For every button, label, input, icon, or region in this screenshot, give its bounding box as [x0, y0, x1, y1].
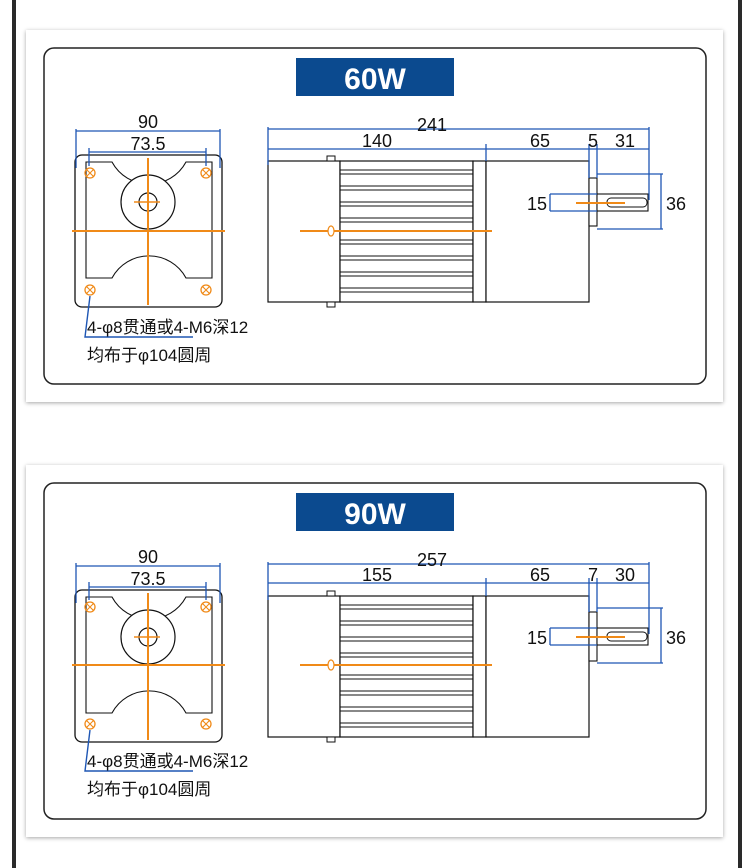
- panel-title: 60W: [344, 63, 406, 96]
- total-length-label: 241: [417, 115, 447, 135]
- length-dimension-lines: [267, 127, 663, 230]
- gearbox-body: [485, 160, 590, 303]
- mount-hole-icon: [84, 601, 96, 613]
- shaft-height-label: 36: [666, 628, 686, 648]
- note-leader-line: [84, 729, 193, 772]
- mount-hole-icon: [84, 284, 96, 296]
- hole-spacing-label: 73.5: [130, 134, 165, 154]
- total-length-label: 257: [417, 550, 447, 570]
- hole-spacing-label: 73.5: [130, 569, 165, 589]
- cooling-fins: [340, 604, 473, 728]
- key-width-label: 15: [527, 194, 547, 214]
- panel-frame: [43, 47, 707, 385]
- mount-note-line2: 均布于φ104圆周: [87, 780, 211, 799]
- shaft-step-label: 7: [588, 565, 598, 585]
- motor-finned-body: [339, 595, 474, 738]
- note-leader-line: [84, 295, 193, 338]
- mount-hole-icon: [84, 167, 96, 179]
- body-length-label: 155: [362, 565, 392, 585]
- panel-90w-drawing: 90W 90 7: [43, 482, 707, 820]
- mount-hole-icon: [200, 284, 212, 296]
- mount-hole-icon: [84, 718, 96, 730]
- side-view: 241 140 65 5 31 15 36: [267, 115, 686, 308]
- title-banner: [296, 493, 454, 531]
- panel-frame: [43, 482, 707, 820]
- mount-hole-icon: [200, 167, 212, 179]
- mount-note-line2: 均布于φ104圆周: [87, 346, 211, 365]
- shaft-step-label: 5: [588, 131, 598, 151]
- length-dimension-lines: [267, 562, 663, 664]
- right-border-line: [738, 0, 742, 868]
- flange-width-label: 90: [138, 112, 158, 132]
- gearbox-length-label: 65: [530, 131, 550, 151]
- panel-60w-drawing: 60W 90 7: [43, 47, 707, 385]
- body-length-label: 140: [362, 131, 392, 151]
- shaft-height-label: 36: [666, 194, 686, 214]
- panel-60w: 60W 90 7: [26, 30, 723, 402]
- flange-width-label: 90: [138, 547, 158, 567]
- side-view: 257 155 65 7 30 15 36: [267, 550, 686, 743]
- mount-note-line1: 4-φ8贯通或4-M6深12: [87, 752, 248, 771]
- title-banner: [296, 58, 454, 96]
- front-view: 90 73.5 4-φ8贯通或4-M6深12 均布于φ104圆周: [72, 547, 248, 799]
- gearbox-body: [485, 595, 590, 738]
- key-width-label: 15: [527, 628, 547, 648]
- shaft-length-label: 31: [615, 131, 635, 151]
- panel-title: 90W: [344, 498, 406, 531]
- mount-hole-icon: [200, 718, 212, 730]
- flange-dimension-lines: [75, 129, 221, 168]
- gearbox-length-label: 65: [530, 565, 550, 585]
- panel-90w: 90W 90 7: [26, 465, 723, 837]
- mount-note-line1: 4-φ8贯通或4-M6深12: [87, 318, 248, 337]
- flange-dimension-lines: [75, 563, 221, 603]
- mount-hole-icon: [200, 601, 212, 613]
- left-border-line: [12, 0, 16, 868]
- shaft-length-label: 30: [615, 565, 635, 585]
- cooling-fins: [340, 169, 473, 293]
- front-view: 90 73.5 4-φ8贯通或4-M6深12 均布于φ104圆周: [72, 112, 248, 365]
